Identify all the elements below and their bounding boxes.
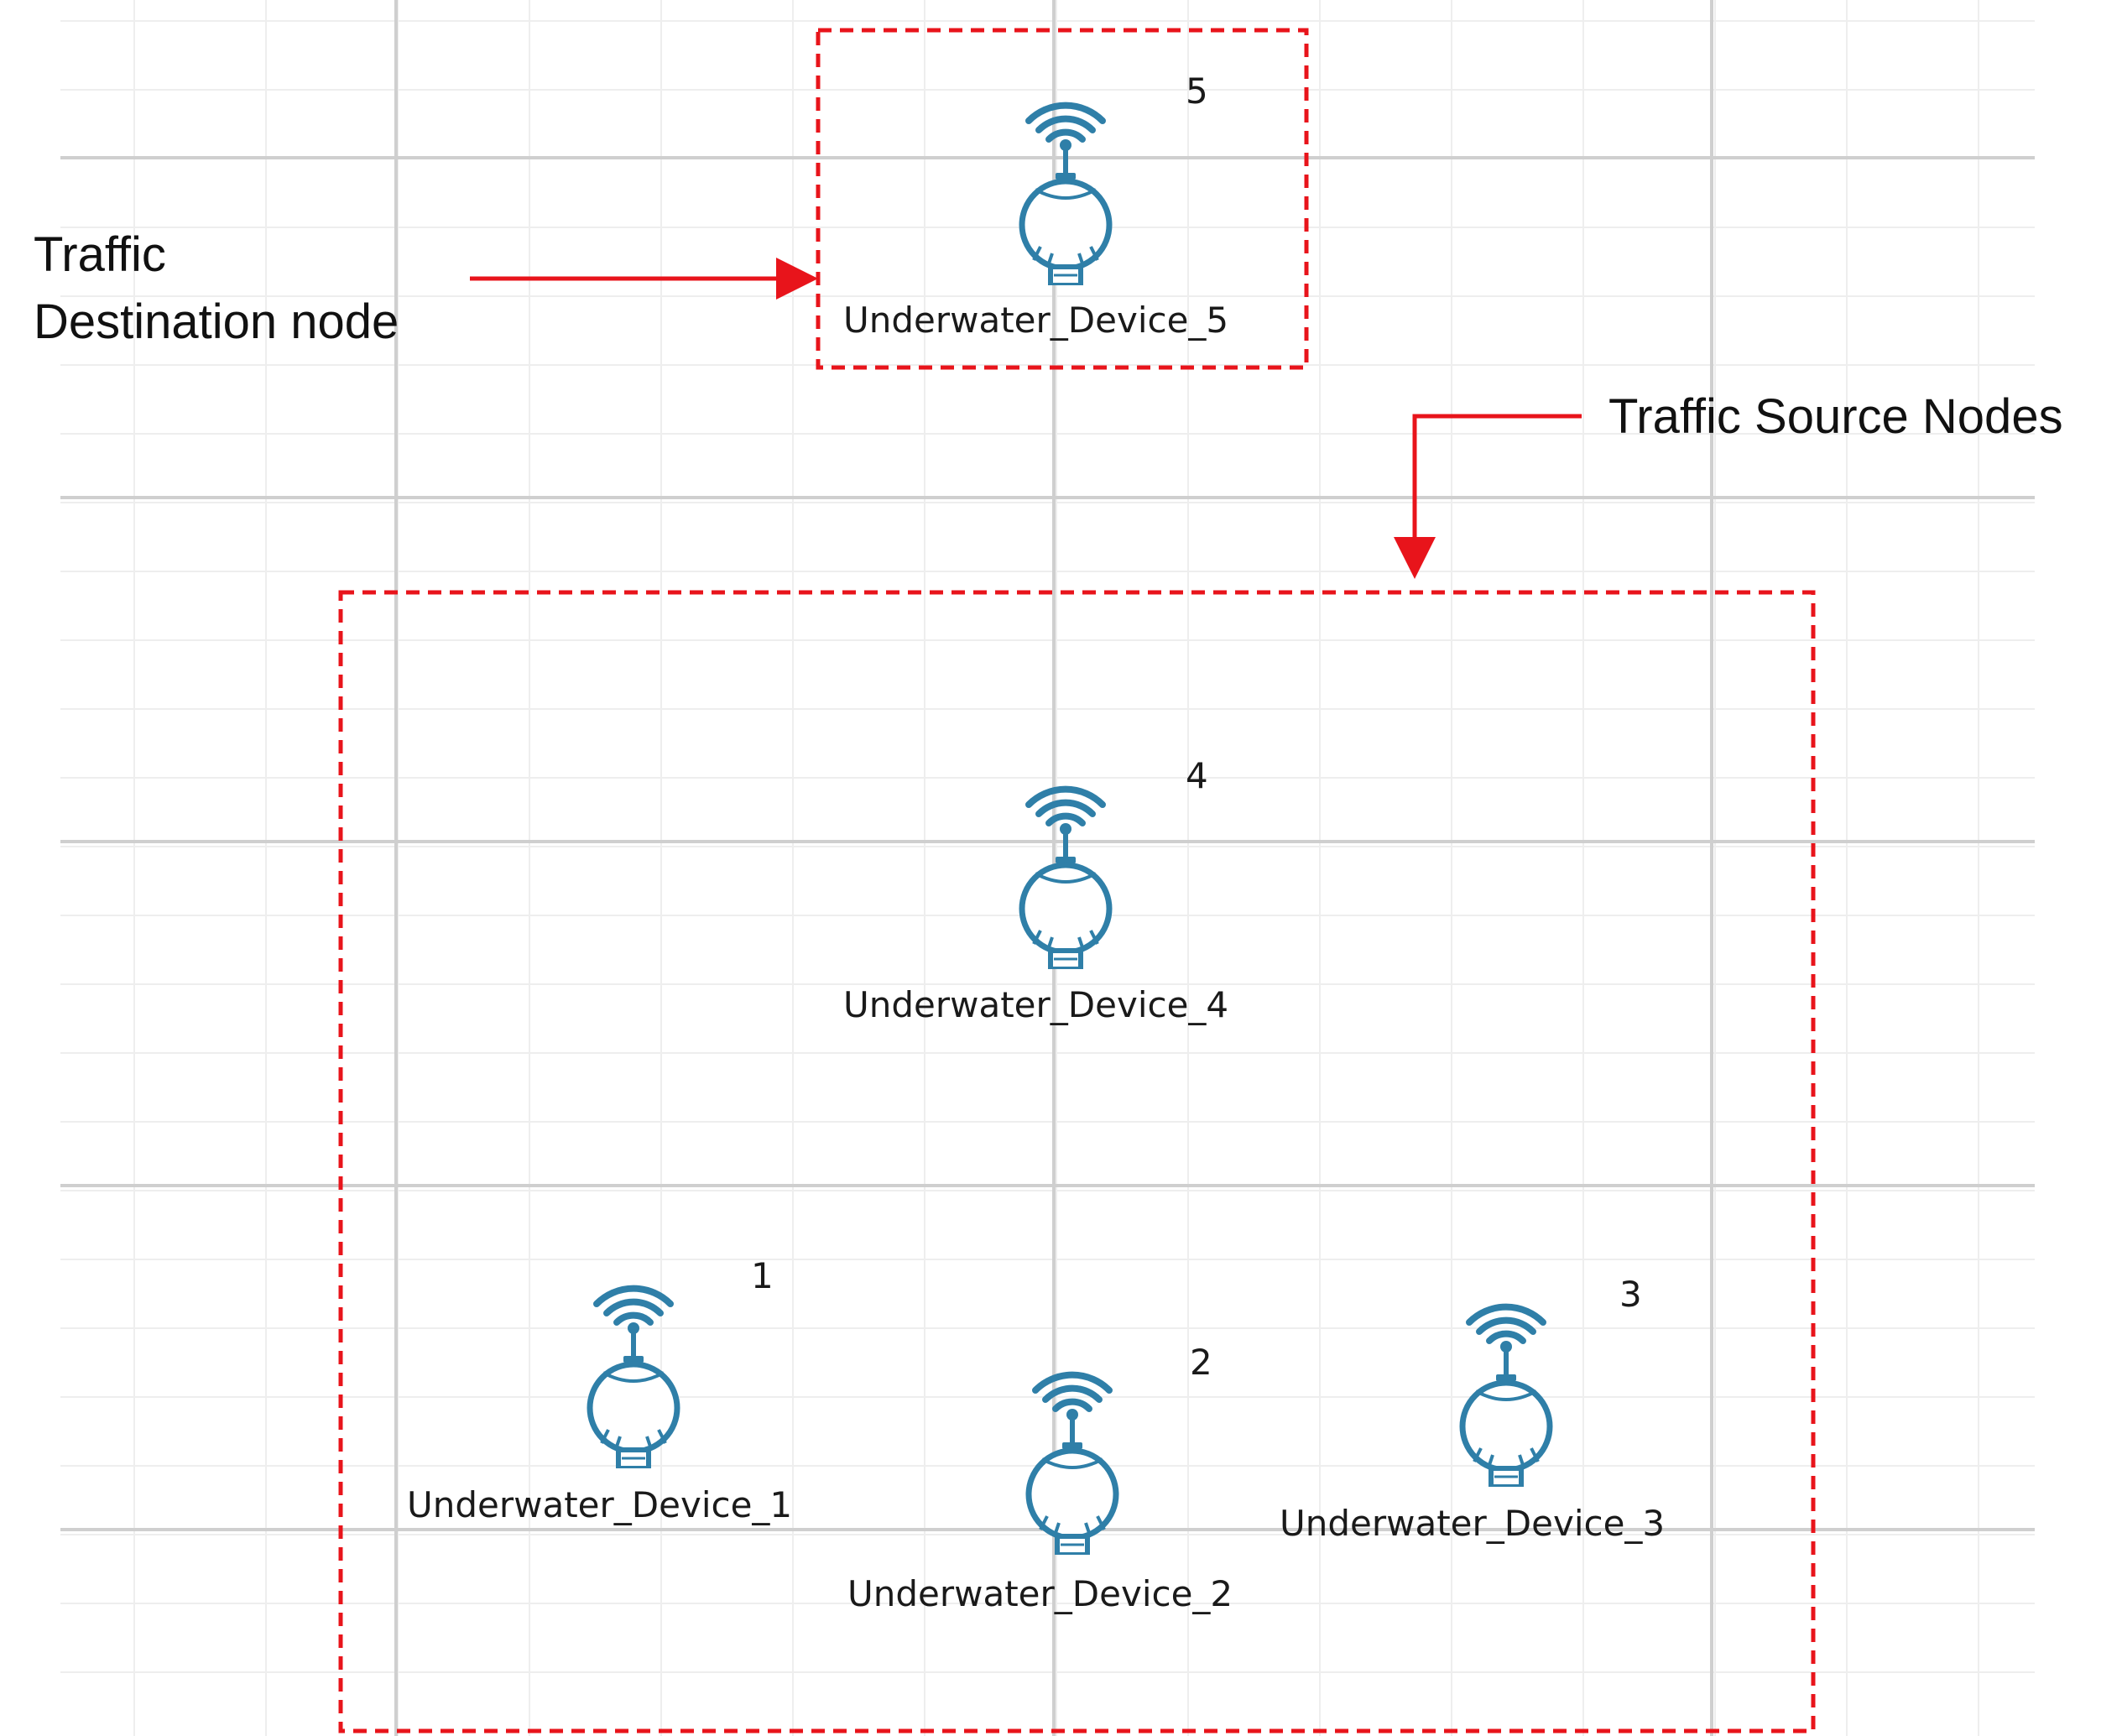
node-id-1: 1	[751, 1255, 774, 1296]
device-node-3[interactable]: 3 Underwater_Device_3	[1280, 1274, 1665, 1544]
node-id-2: 2	[1190, 1342, 1212, 1383]
node-id-5: 5	[1186, 70, 1208, 112]
device-label-5: Underwater_Device_5	[843, 300, 1228, 341]
underwater-device-icon	[1022, 790, 1109, 969]
node-id-3: 3	[1619, 1274, 1642, 1315]
sources-arrow	[1394, 414, 1582, 579]
node-id-4: 4	[1186, 755, 1208, 796]
underwater-device-icon	[1029, 1375, 1116, 1555]
device-node-1[interactable]: 1 Underwater_Device_1	[407, 1255, 792, 1525]
source-highlight-box	[338, 590, 1816, 1733]
device-label-4: Underwater_Device_4	[843, 984, 1228, 1025]
device-node-5[interactable]: 5 Underwater_Device_5	[843, 70, 1228, 341]
underwater-device-icon	[1462, 1307, 1550, 1487]
device-label-2: Underwater_Device_2	[847, 1573, 1233, 1614]
underwater-device-icon	[1022, 106, 1109, 285]
device-node-2[interactable]: 2 Underwater_Device_2	[847, 1342, 1233, 1614]
destination-highlight-box	[816, 28, 1309, 370]
destination-annotation-line2: Destination node	[34, 295, 399, 349]
underwater-device-icon	[590, 1289, 677, 1468]
sources-annotation: Traffic Source Nodes	[1608, 389, 2063, 444]
device-label-1: Underwater_Device_1	[407, 1484, 792, 1525]
destination-annotation-line1: Traffic	[34, 227, 166, 282]
device-node-4[interactable]: 4 Underwater_Device_4	[843, 755, 1228, 1025]
device-label-3: Underwater_Device_3	[1280, 1503, 1665, 1544]
